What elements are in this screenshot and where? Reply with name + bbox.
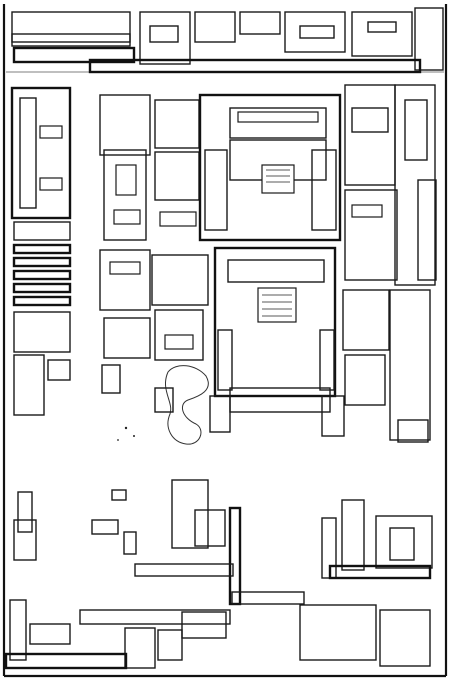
inner-courtyard (209, 246, 345, 437)
west-rows-hatched (12, 243, 72, 307)
south-blocks (4, 479, 433, 670)
north-row (11, 7, 444, 74)
east-row (342, 84, 437, 443)
west-row (10, 86, 72, 416)
garden-pond (117, 365, 209, 445)
central-compound (198, 93, 342, 242)
central-west-blocks (99, 94, 209, 394)
